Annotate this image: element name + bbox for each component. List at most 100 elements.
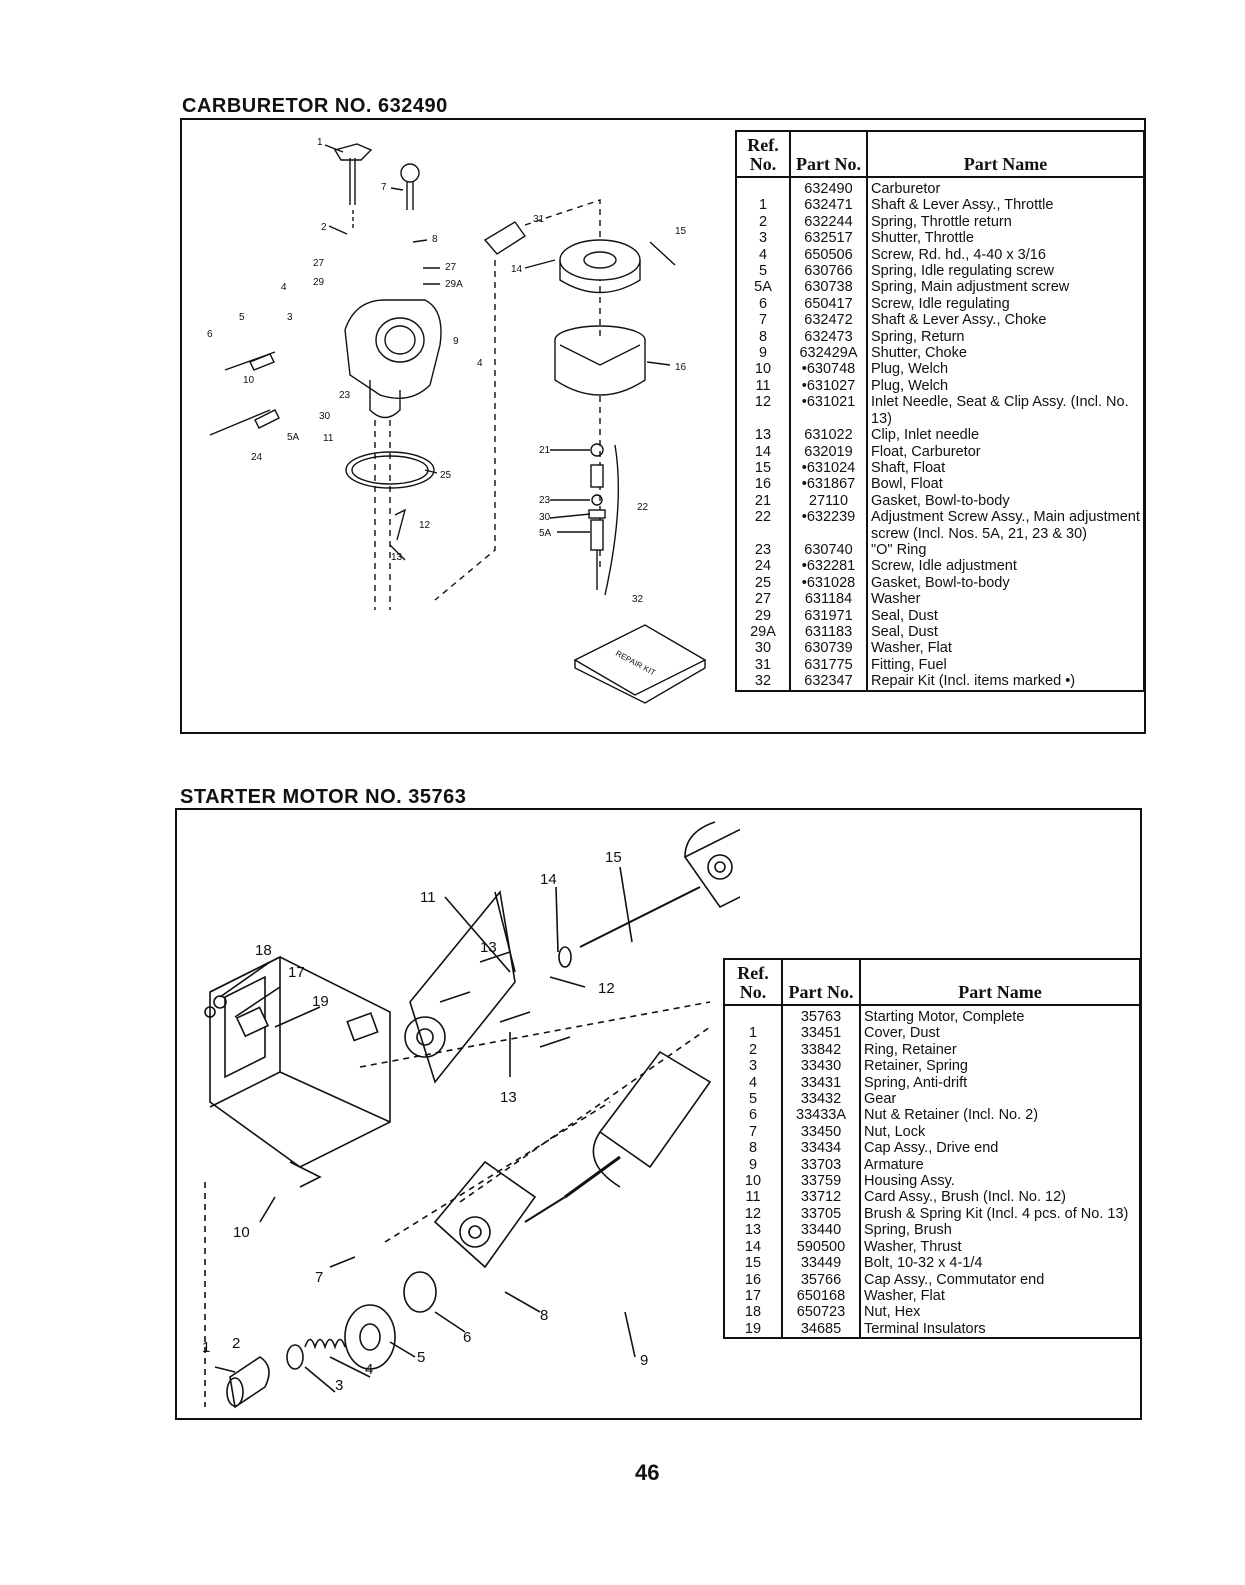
ref-no-cell: 13	[724, 1222, 783, 1239]
part-name-cell: Float, Carburetor	[871, 443, 981, 460]
svg-text:11: 11	[420, 889, 436, 906]
ref-no-cell: 32	[736, 673, 791, 691]
ref-no-cell: 2	[724, 1041, 783, 1059]
ref-no-cell: 10	[724, 1173, 783, 1190]
part-name-cell: Washer	[871, 591, 921, 608]
ref-no-cell: 21	[736, 492, 791, 510]
svg-text:1: 1	[202, 1339, 210, 1356]
starter-exploded-diagram: 11 13 14 15 7 16 18 17 19 12 13 10 9 7 8…	[202, 821, 740, 1409]
ref-no-cell: 11	[736, 377, 791, 395]
part-no-cell: •632239	[790, 509, 868, 542]
ref-no-cell: 1	[724, 1025, 783, 1042]
part-name-cell: Plug, Welch	[871, 361, 949, 378]
svg-text:6: 6	[207, 329, 213, 340]
part-no-cell: 630740	[790, 541, 868, 559]
part-no-cell: •631027	[790, 377, 868, 395]
ref-no-cell: 5	[736, 263, 791, 280]
ref-no-cell: 31	[736, 656, 791, 674]
part-name-cell: "O" Ring	[871, 541, 927, 558]
part-name-cell: Shaft, Float	[871, 459, 946, 476]
part-name-cell: Spring, Throttle return	[871, 213, 1012, 230]
ref-no-cell: 12	[724, 1205, 783, 1223]
part-name-cell: Spring, Idle regulating screw	[871, 263, 1054, 280]
part-no-cell: 33431	[782, 1074, 861, 1092]
part-name-cell: Screw, Rd. hd., 4-40 x 3/16	[871, 246, 1046, 263]
part-name-cell: Washer, Flat	[871, 640, 952, 657]
svg-text:31: 31	[533, 214, 545, 225]
svg-text:5A: 5A	[539, 528, 552, 539]
starter-title: STARTER MOTOR NO. 35763	[180, 786, 467, 808]
svg-text:5A: 5A	[287, 432, 300, 443]
svg-text:12: 12	[419, 520, 431, 531]
part-no-cell: •631021	[790, 394, 868, 428]
svg-text:10: 10	[233, 1224, 250, 1241]
svg-text:5: 5	[417, 1349, 425, 1366]
part-name-cell: Spring, Return	[871, 328, 965, 345]
header-part-name: Part Name	[867, 131, 1144, 178]
ref-no-cell: 9	[736, 345, 791, 362]
svg-text:8: 8	[432, 234, 438, 245]
svg-text:13: 13	[500, 1089, 517, 1106]
svg-text:29: 29	[313, 277, 325, 288]
ref-no-cell: 11	[724, 1189, 783, 1206]
svg-text:17: 17	[288, 964, 305, 981]
part-no-cell: 650417	[790, 295, 868, 313]
ref-no-cell: 9	[724, 1156, 783, 1174]
part-no-cell: 33759	[782, 1173, 861, 1190]
ref-no-cell: 23	[736, 541, 791, 559]
part-name-cell: Starting Motor, Complete	[864, 1009, 1025, 1025]
part-no-cell: 33842	[782, 1041, 861, 1059]
part-no-cell: 590500	[782, 1238, 861, 1256]
header-part-no: Part No.	[782, 959, 861, 1006]
part-no-cell: •631867	[790, 476, 868, 493]
part-name-cell: Washer, Thrust	[864, 1238, 962, 1255]
svg-text:13: 13	[480, 939, 497, 956]
ref-no-cell: 5	[724, 1091, 783, 1108]
part-no-cell: 632517	[790, 230, 868, 247]
svg-text:30: 30	[319, 411, 331, 422]
ref-no-cell: 14	[736, 443, 791, 460]
part-no-cell: •630748	[790, 361, 868, 378]
part-no-cell: 632472	[790, 312, 868, 329]
ref-no-cell	[724, 1005, 783, 1026]
ref-no-cell: 16	[724, 1271, 783, 1288]
part-no-cell: 33440	[782, 1222, 861, 1239]
part-no-cell: 632429A	[790, 345, 868, 362]
part-name-cell: Shaft & Lever Assy., Choke	[871, 312, 1047, 329]
ref-no-cell: 5A	[736, 279, 791, 296]
part-no-cell: 35766	[782, 1271, 861, 1288]
svg-text:9: 9	[640, 1352, 648, 1369]
part-no-cell: 33451	[782, 1025, 861, 1042]
ref-no-cell: 8	[736, 328, 791, 346]
ref-no-cell: 15	[736, 459, 791, 477]
part-name-cell: Inlet Needle, Seat & Clip Assy. (Incl. N…	[871, 394, 1129, 427]
part-name-cell: Seal, Dust	[871, 623, 938, 640]
part-no-cell: 632347	[790, 673, 868, 691]
svg-text:23: 23	[539, 495, 551, 506]
